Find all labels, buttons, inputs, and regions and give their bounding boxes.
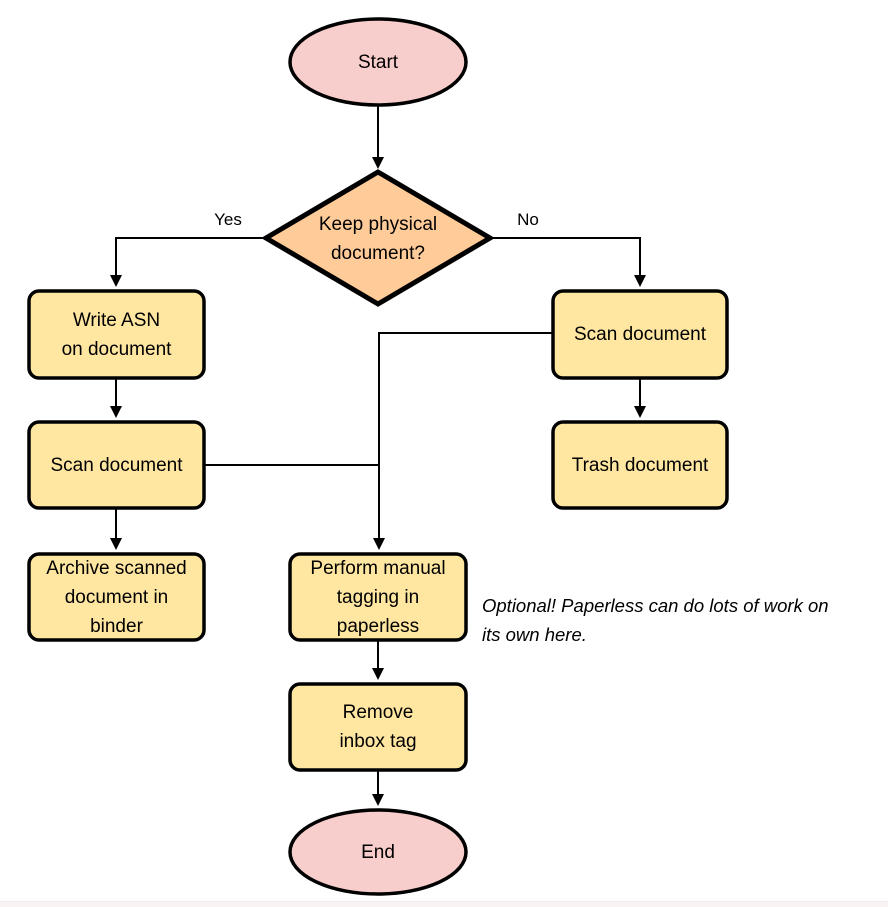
start-node-label: Start	[357, 51, 399, 73]
tagging-node-shape	[288, 552, 468, 642]
remove-inbox-node-label: Remove inbox tag	[339, 702, 417, 752]
write-asn-node-shape	[27, 289, 206, 380]
archive-node-label: Archive scanned document in binder	[46, 557, 187, 637]
trash-node-label: Trash document	[571, 454, 709, 476]
scan-left-node-label: Scan document	[50, 454, 183, 476]
scan-right-node-shape	[551, 289, 729, 380]
trash-node-shape	[551, 420, 729, 510]
write-asn-node-label: Write ASN on document	[61, 309, 172, 360]
end-node-label: End	[361, 841, 395, 863]
tagging-node-label: Perform manual tagging in paperless	[310, 557, 446, 637]
end-node-shape	[288, 808, 468, 896]
edge-decision-yes-to-write-asn	[110, 237, 265, 287]
start-node-shape	[288, 17, 468, 107]
bottom-edge-strip	[0, 901, 888, 907]
edge-label-yes: Yes	[214, 210, 242, 229]
edge-label-no: No	[517, 210, 539, 229]
remove-inbox-node-shape	[288, 682, 468, 772]
edge-scan-right-to-tagging	[373, 332, 553, 550]
scan-left-node-shape	[27, 420, 206, 510]
edge-decision-no-to-scan-right	[490, 237, 646, 287]
optional-note: Optional! Paperless can do lots of work …	[482, 595, 829, 645]
archive-node-shape	[27, 552, 206, 642]
scan-right-node-label: Scan document	[573, 324, 707, 345]
decision-node-label: Keep physical document?	[318, 214, 438, 264]
decision-node-shape	[261, 169, 495, 307]
